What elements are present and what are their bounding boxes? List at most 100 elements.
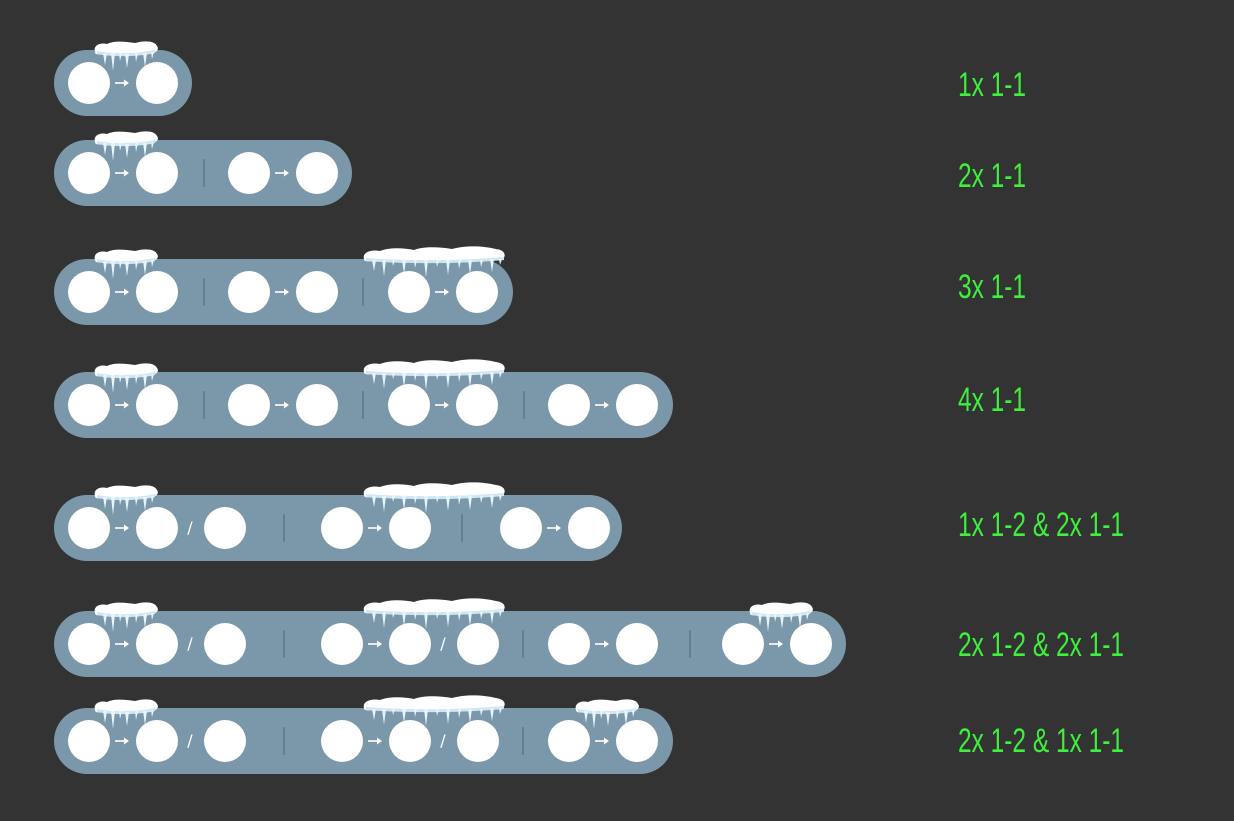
slot-circle	[228, 152, 270, 194]
arrow-right-icon	[114, 287, 130, 297]
arrow-right-icon	[274, 287, 290, 297]
slot-circle	[296, 384, 338, 426]
snow-cap-icon	[91, 128, 161, 164]
slot-circle	[68, 152, 110, 194]
slot-rail	[54, 611, 846, 677]
slot-circle	[548, 384, 590, 426]
slash-separator: /	[187, 731, 193, 750]
group-divider	[522, 630, 524, 658]
slot-circle	[136, 384, 178, 426]
arrow-right-icon	[114, 639, 130, 649]
slot-circle	[136, 271, 178, 313]
arrow-right-icon	[768, 639, 784, 649]
group-divider	[203, 278, 205, 306]
slot-circle	[388, 271, 430, 313]
slot-circle	[321, 623, 363, 665]
slot-circle	[136, 152, 178, 194]
group-divider	[203, 159, 205, 187]
row-label: 2x 1-2 & 1x 1-1	[958, 722, 1125, 760]
group-divider	[203, 391, 205, 419]
slot-circle	[204, 720, 246, 762]
group-divider	[522, 727, 524, 755]
arrow-right-icon	[594, 400, 610, 410]
slash-separator: /	[187, 634, 193, 653]
snow-cap-icon	[362, 480, 507, 516]
snow-cap-icon	[91, 599, 161, 635]
slash-separator: /	[440, 731, 446, 750]
slot-circle	[389, 720, 431, 762]
slot-circle	[389, 623, 431, 665]
slot-circle	[204, 507, 246, 549]
slot-circle	[136, 623, 178, 665]
slot-circle	[548, 623, 590, 665]
snow-cap-icon	[91, 696, 161, 732]
arrow-right-icon	[114, 168, 130, 178]
row-label: 2x 1-1	[958, 157, 1027, 195]
slot-circle	[616, 384, 658, 426]
arrow-right-icon	[594, 639, 610, 649]
snow-cap-icon	[91, 482, 161, 518]
slot-circle	[68, 720, 110, 762]
arrow-right-icon	[546, 523, 562, 533]
slot-circle	[790, 623, 832, 665]
group-divider	[283, 630, 285, 658]
arrow-right-icon	[367, 736, 383, 746]
slot-circle	[228, 384, 270, 426]
row-label: 3x 1-1	[958, 268, 1027, 306]
arrow-right-icon	[434, 287, 450, 297]
row-label: 2x 1-2 & 2x 1-1	[958, 626, 1125, 664]
snow-cap-icon	[91, 38, 161, 74]
snow-cap-icon	[362, 244, 507, 280]
group-divider	[362, 278, 364, 306]
snow-cap-icon	[362, 357, 507, 393]
group-divider	[523, 391, 525, 419]
slot-circle	[616, 720, 658, 762]
row-label: 4x 1-1	[958, 381, 1027, 419]
slot-circle	[389, 507, 431, 549]
row-label: 1x 1-1	[958, 66, 1027, 104]
slot-circle	[296, 152, 338, 194]
slot-circle	[548, 720, 590, 762]
snow-cap-icon	[91, 246, 161, 282]
slot-circle	[321, 720, 363, 762]
arrow-right-icon	[367, 523, 383, 533]
slot-circle	[456, 271, 498, 313]
slot-circle	[228, 271, 270, 313]
slash-separator: /	[440, 634, 446, 653]
arrow-right-icon	[594, 736, 610, 746]
slot-circle	[296, 271, 338, 313]
slot-circle	[136, 62, 178, 104]
snow-cap-icon	[572, 696, 642, 732]
arrow-right-icon	[114, 400, 130, 410]
arrow-right-icon	[114, 78, 130, 88]
slot-circle	[68, 623, 110, 665]
snow-cap-icon	[746, 599, 816, 635]
row-label: 1x 1-2 & 2x 1-1	[958, 506, 1125, 544]
snow-cap-icon	[362, 693, 507, 729]
group-divider	[461, 514, 463, 542]
arrow-right-icon	[274, 168, 290, 178]
arrow-right-icon	[114, 736, 130, 746]
slot-circle	[136, 720, 178, 762]
slot-circle	[68, 507, 110, 549]
arrow-right-icon	[367, 639, 383, 649]
group-divider	[362, 391, 364, 419]
slot-circle	[457, 720, 499, 762]
arrow-right-icon	[274, 400, 290, 410]
slot-circle	[616, 623, 658, 665]
group-divider	[283, 514, 285, 542]
group-divider	[689, 630, 691, 658]
snow-cap-icon	[362, 596, 507, 632]
slot-circle	[204, 623, 246, 665]
slot-circle	[136, 507, 178, 549]
slot-circle	[68, 271, 110, 313]
snow-cap-icon	[91, 360, 161, 396]
slot-circle	[568, 507, 610, 549]
slot-circle	[457, 623, 499, 665]
slot-circle	[722, 623, 764, 665]
slot-circle	[321, 507, 363, 549]
slot-circle	[388, 384, 430, 426]
slot-circle	[500, 507, 542, 549]
arrow-right-icon	[114, 523, 130, 533]
slot-circle	[68, 384, 110, 426]
